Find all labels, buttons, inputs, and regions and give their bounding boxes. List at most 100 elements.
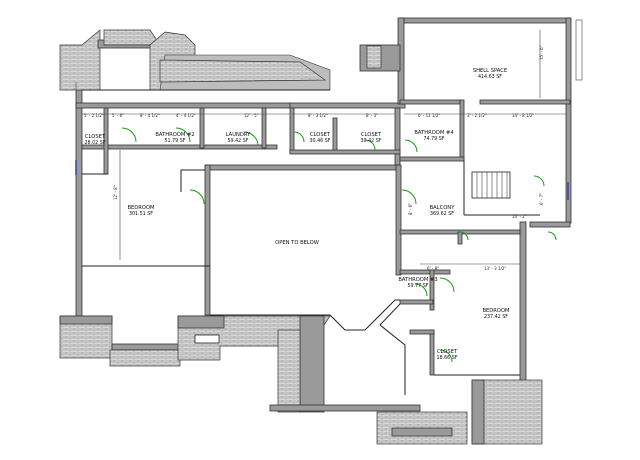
svg-text:BEDROOM: BEDROOM [482,308,509,314]
wall-shell-bottom [479,99,571,105]
dimension-label: 6' - 11 1/2" [418,113,440,118]
dimension-label: 8' - 3 1/2" [308,113,328,118]
wall-closet4-top [409,329,435,335]
svg-text:414.63 SF: 414.63 SF [478,74,502,80]
svg-text:30.42 SF: 30.42 SF [360,138,381,144]
dimension-label: 4' - 4 1/2" [176,113,196,118]
wall-closet3-east [394,107,401,169]
dimension-label: 12' - 8" [113,185,118,200]
bay-roof-north [103,29,161,46]
bedroom1-entry-wall [180,169,205,192]
svg-text:59.77 SF: 59.77 SF [407,283,428,289]
room-label-bathroom-3: BATHROOM #3 59.77 SF [398,277,437,289]
wall-bath3-top [399,269,451,275]
dimension-lines [82,30,566,265]
fireplace-south [194,334,220,344]
dimension-label: 12' - 5" [244,113,259,118]
balcony-rail-east [529,221,571,228]
room-label-balcony: BALCONY 369.62 SF [430,205,456,217]
exterior-wall-north-middle [289,102,406,109]
eave-east [575,19,583,81]
room-label-bathroom-2: BATHROOM #2 51.79 SF [155,132,194,144]
chimney-se-wall [471,379,485,445]
wall-south-vertical [299,315,325,413]
svg-text:CLOSET: CLOSET [361,132,382,138]
dimension-label: 8' - 3" [366,113,378,118]
chimney-northwest [59,29,101,91]
wall-closet4-east [429,329,435,376]
exterior-wall-south [269,404,421,412]
room-label-open-to-below: OPEN TO BELOW [275,240,319,246]
dimension-label: 5' - 6" [112,113,124,118]
svg-text:237.42 SF: 237.42 SF [484,314,508,320]
wall-bath3-bottom [399,299,434,305]
chimney-south-cap [177,315,225,329]
svg-text:OPEN TO BELOW: OPEN TO BELOW [275,240,319,246]
wall-closets-bottom [289,149,401,155]
dimension-label: 5' - 2 1/2" [84,113,104,118]
dimension-label: 8' - 4 1/2" [140,113,160,118]
room-label-bedroom-1: BEDROOM 301.51 SF [127,205,154,217]
exterior-wall-east-lower [519,221,527,383]
dimension-label: 15' - 6" [539,45,544,60]
dimension-label: 3' - 2 1/2" [467,113,487,118]
wall-open-top [204,164,401,171]
room-label-closet-4: CLOSET 18.66 SF [436,349,457,361]
svg-text:LAUNDRY: LAUNDRY [226,132,252,138]
doors [121,127,557,363]
wall-bedroom2-stub [457,231,463,245]
wall-bath4-east [459,99,465,161]
svg-text:28.02 SF: 28.02 SF [84,140,105,146]
dimension-label: 13' - 3 1/2" [484,266,506,271]
room-label-shell-space: SHELL SPACE 414.63 SF [473,68,507,80]
room-label-bathroom-4: BATHROOM #4 74.79 SF [414,130,454,142]
svg-text:BEDROOM: BEDROOM [127,205,154,211]
staircase [471,171,511,199]
wall-bath4-bottom [399,156,465,162]
room-label-laundry: LAUNDRY 59.42 SF [226,132,252,144]
svg-text:BATHROOM #2: BATHROOM #2 [155,132,194,138]
svg-text:59.42 SF: 59.42 SF [227,138,248,144]
svg-text:CLOSET: CLOSET [310,132,331,138]
svg-text:CLOSET: CLOSET [437,349,458,355]
svg-text:18.66 SF: 18.66 SF [436,355,457,361]
exterior-wall-north-west [75,102,292,109]
svg-text:51.79 SF: 51.79 SF [164,138,185,144]
svg-text:369.62 SF: 369.62 SF [430,211,454,217]
roof-south [277,329,301,413]
svg-text:74.79 SF: 74.79 SF [423,136,444,142]
dimension-label: 6' - 7" [539,193,544,205]
dimension-label: 14' - 8 1/2" [512,113,534,118]
wall-bath2-east [199,107,205,149]
dimension-label: 8' - 6" [408,203,413,215]
wall-top-row-bottom [81,144,278,150]
wall-bath3-east [429,269,435,311]
stair-treads [476,172,508,198]
room-label-bedroom-2: BEDROOM 237.42 SF [482,308,509,320]
wall-laundry-east [261,107,267,149]
bay-window-southwest [111,343,183,351]
chimney-shell [366,45,382,69]
chimney-sw-cap [59,315,113,325]
svg-text:BATHROOM #4: BATHROOM #4 [414,130,454,136]
svg-text:30.46 SF: 30.46 SF [309,138,330,144]
wall-south-diagonal-2 [379,303,406,395]
wall-closet2-west [289,107,295,154]
wall-bath4-top [399,99,461,105]
svg-text:CLOSET: CLOSET [85,134,106,140]
room-label-closet-3: CLOSET 30.42 SF [360,132,381,144]
wall-open-east [395,164,402,276]
wall-open-west [204,164,211,316]
wall-closet-split [332,117,338,154]
svg-text:BATHROOM #3: BATHROOM #3 [398,277,437,283]
exterior-wall-west [75,81,83,329]
exterior-wall-shell-top [399,17,571,24]
bay-south-window [391,427,453,437]
wall-south-diagonal [210,299,400,331]
svg-text:BALCONY: BALCONY [430,205,456,211]
roof-tiles-north [159,59,327,83]
bay-roof-southwest [109,349,181,367]
room-label-closet-2: CLOSET 30.46 SF [309,132,330,144]
